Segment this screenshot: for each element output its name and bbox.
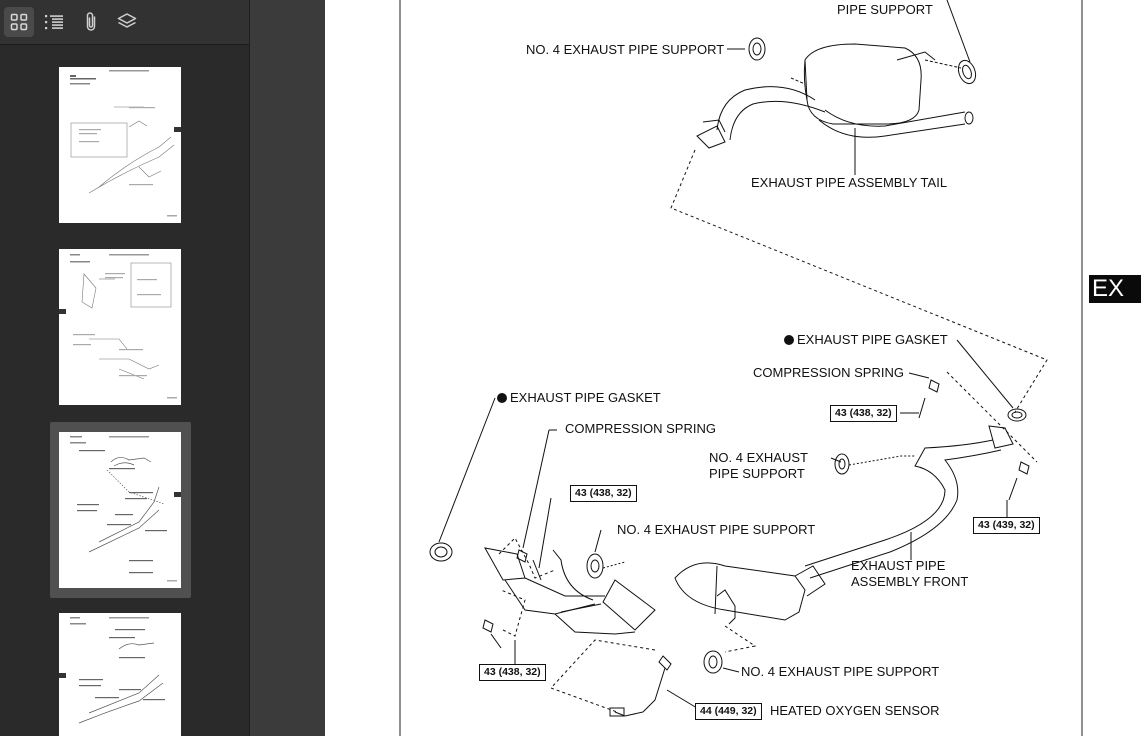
thumbnail-page-image (59, 249, 181, 405)
label-oxygen-sensor: HEATED OXYGEN SENSOR (770, 703, 940, 718)
paperclip-icon (86, 12, 96, 31)
attachments-button[interactable] (76, 7, 106, 37)
torque-spec-5: 44 (449, 32) (695, 703, 762, 720)
torque-spec-3: 43 (439, 32) (973, 517, 1040, 534)
sidebar (0, 0, 250, 736)
label-text: EXHAUST PIPE GASKET (510, 390, 661, 405)
torque-spec-4: 43 (438, 32) (479, 664, 546, 681)
label-no4-support-mid-2: PIPE SUPPORT (709, 466, 805, 481)
label-tail-assembly: EXHAUST PIPE ASSEMBLY TAIL (751, 175, 948, 190)
label-no4-support-mid-1: NO. 4 EXHAUST (709, 450, 808, 465)
label-front-assembly-1: EXHAUST PIPE (851, 558, 946, 573)
label-text: EXHAUST PIPE GASKET (797, 332, 948, 347)
sidebar-toolbar (0, 0, 249, 45)
layers-icon (117, 13, 137, 28)
label-front-assembly-2: ASSEMBLY FRONT (851, 574, 969, 589)
page-thumbnail-2[interactable] (50, 240, 191, 410)
thumbnails-grid-icon (10, 13, 28, 31)
label-no4-support-bottom: NO. 4 EXHAUST PIPE SUPPORT (741, 664, 940, 679)
thumbnail-page-image (59, 613, 181, 736)
document-page[interactable]: PIPE SUPPORT NO. 4 EXHAUST PIPE SUPPORT … (325, 0, 1141, 736)
page-thumbnail-1[interactable] (50, 58, 191, 228)
viewer-gutter (250, 0, 325, 736)
label-gasket-left: EXHAUST PIPE GASKET (497, 390, 661, 406)
section-tab-ex: EX (1089, 275, 1141, 303)
layers-button[interactable] (112, 7, 142, 37)
thumbnails-view-button[interactable] (4, 7, 34, 37)
outline-view-button[interactable] (39, 7, 69, 37)
outline-list-icon (45, 15, 63, 30)
label-pipe-support-top: PIPE SUPPORT (837, 2, 933, 17)
label-no4-support-top: NO. 4 EXHAUST PIPE SUPPORT (526, 42, 725, 57)
page-thumbnail-4[interactable] (50, 604, 191, 736)
torque-spec-2: 43 (438, 32) (570, 485, 637, 502)
label-gasket-right: EXHAUST PIPE GASKET (784, 332, 948, 348)
label-no4-support-center: NO. 4 EXHAUST PIPE SUPPORT (617, 522, 816, 537)
exhaust-diagram (399, 0, 1083, 736)
label-spring-right: COMPRESSION SPRING (753, 365, 904, 380)
page-thumbnail-3[interactable] (50, 422, 191, 598)
thumbnail-list[interactable] (0, 45, 249, 736)
thumbnail-page-image (59, 67, 181, 223)
torque-spec-1: 43 (438, 32) (830, 405, 897, 422)
thumbnail-page-image (59, 432, 181, 588)
bullet-icon (497, 393, 507, 403)
label-spring-left: COMPRESSION SPRING (565, 421, 716, 436)
bullet-icon (784, 335, 794, 345)
